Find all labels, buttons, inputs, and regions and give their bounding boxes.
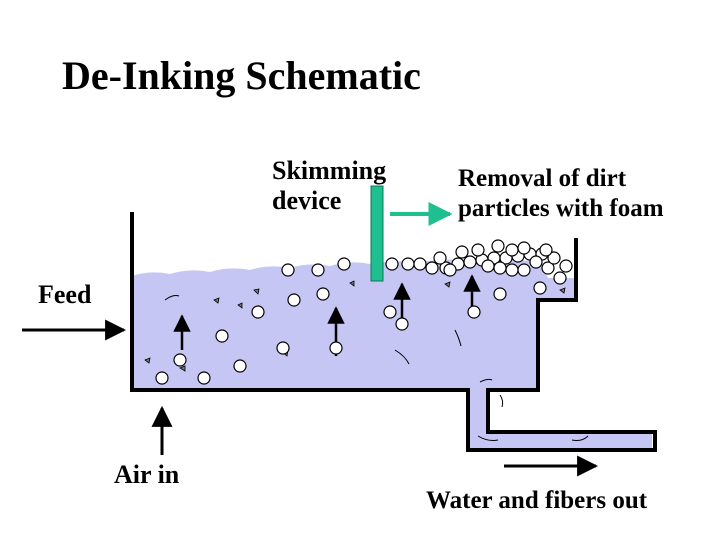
air-bubble — [395, 317, 409, 331]
fiber — [394, 349, 410, 365]
dirt-particle — [213, 297, 220, 304]
dirt-particle — [559, 287, 566, 294]
air-bubble — [337, 257, 351, 271]
foam-bubble — [539, 243, 553, 257]
foam-bubble — [505, 263, 519, 277]
water-out-label: Water and fibers out — [426, 487, 648, 514]
air-bubble — [533, 281, 547, 295]
air-bubble — [316, 287, 330, 301]
dirt-particle — [144, 357, 151, 364]
foam-bubble — [529, 255, 543, 269]
air-bubble — [281, 263, 295, 277]
skimming-device-label: Skimming device — [272, 156, 386, 216]
fiber — [164, 295, 180, 301]
foam-bubble — [481, 259, 495, 273]
feed-label: Feed — [38, 280, 92, 309]
skimming-label-line1: Skimming — [272, 156, 387, 185]
foam-bubble — [443, 263, 457, 277]
foam-layer — [385, 239, 573, 277]
diagram-title: De-Inking Schematic — [62, 53, 421, 98]
air-bubble — [467, 305, 481, 319]
foam-bubble — [517, 241, 531, 255]
foam-bubble — [401, 257, 415, 271]
foam-removal-label: Removal of dirt particles with foam — [458, 164, 664, 224]
air-bubble — [233, 359, 247, 373]
foam-bubble — [517, 263, 531, 277]
foam-bubble — [455, 245, 469, 259]
skimming-device — [370, 185, 384, 282]
air-bubble — [383, 305, 397, 319]
air-bubble — [155, 371, 169, 385]
dirt-particle — [349, 280, 355, 287]
air-bubble — [251, 305, 265, 319]
air-bubble — [287, 293, 301, 307]
foam-bubble — [463, 255, 477, 269]
air-bubble — [553, 271, 567, 285]
air-bubble — [197, 371, 211, 385]
fibers — [164, 295, 589, 441]
air-in-label: Air in — [114, 460, 180, 489]
foam-bubble — [505, 243, 519, 257]
foam-bubble — [425, 261, 439, 275]
air-bubble — [173, 353, 187, 367]
fiber — [499, 394, 504, 408]
air-bubble — [329, 341, 343, 355]
foam-bubble — [559, 259, 573, 273]
skimming-label-line2: device — [272, 186, 342, 215]
foam-bubble — [385, 257, 399, 271]
air-bubbles — [155, 257, 567, 385]
foam-bubble — [471, 243, 485, 257]
foam-bubble — [493, 261, 507, 275]
air-bubble — [311, 263, 325, 277]
air-bubble — [541, 261, 555, 275]
foam-bubble — [547, 251, 561, 265]
foam-bubble — [413, 257, 427, 271]
removal-label-line2: particles with foam — [458, 195, 664, 222]
fiber — [454, 329, 462, 347]
foam-bubble — [491, 239, 505, 253]
fiber — [477, 435, 499, 441]
dirt-particle — [237, 302, 243, 309]
dirt-particle — [444, 281, 451, 288]
removal-label-line1: Removal of dirt — [458, 165, 627, 192]
tank-wall — [130, 212, 657, 452]
air-bubble — [493, 287, 507, 301]
air-bubble — [276, 341, 290, 355]
fiber — [571, 435, 589, 441]
air-bubble — [215, 329, 229, 343]
fiber — [479, 378, 493, 383]
dirt-particle — [179, 365, 186, 372]
dirt-particle — [253, 288, 260, 295]
foam-bubble — [433, 251, 447, 265]
